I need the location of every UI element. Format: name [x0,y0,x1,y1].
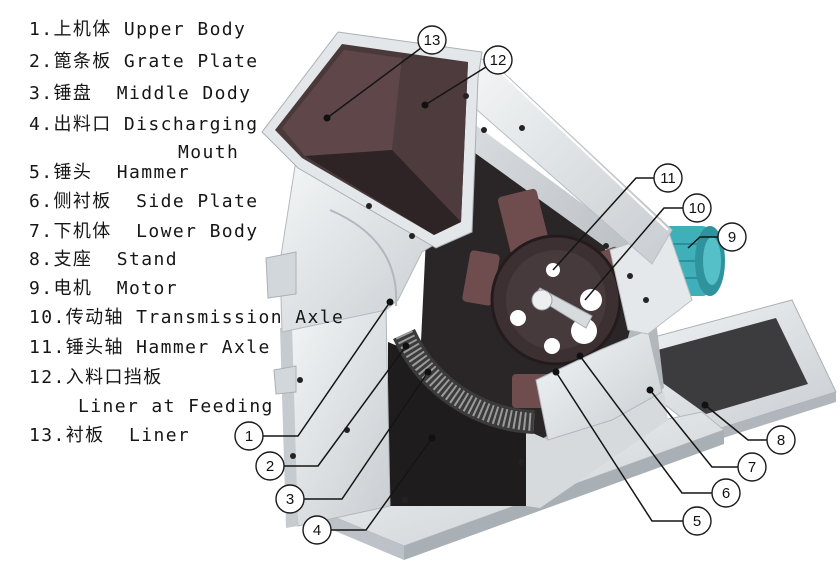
callout-circle [483,45,513,75]
callout-number: 5 [693,513,701,530]
stand-trough [628,318,808,414]
leader-line-6 [579,355,712,494]
callout-number: 13 [424,32,441,49]
hammer-axle-hole [571,318,597,344]
bolt [518,459,524,465]
bolt [519,125,525,131]
callout-circle [717,222,747,252]
callout-number: 11 [660,170,676,187]
callout-7: 7 [737,452,767,482]
callout-number: 4 [313,522,321,539]
hammer-axle-hole [510,310,526,326]
stand-front-edge [702,392,836,444]
callout-circle [302,515,332,545]
hopper-liner [282,50,402,156]
callout-number: 12 [490,52,507,69]
callout-8: 8 [766,425,796,455]
callout-1: 1 [234,421,264,451]
hammer-axle-hole [580,289,602,311]
bolt [366,203,372,209]
callout-4: 4 [302,515,332,545]
target-dot-4 [428,434,436,442]
callout-number: 1 [245,428,253,445]
callout-circle [653,163,683,193]
hammer-head [462,250,500,306]
leader-line-13 [326,47,422,119]
bolt [603,243,609,249]
upper-body-curve [329,209,398,307]
callout-circle [766,425,796,455]
callout-circle [711,478,741,508]
leader-line-5 [555,371,683,522]
target-dot-5 [552,368,560,376]
callout-9: 9 [717,222,747,252]
callout-number: 9 [728,229,736,246]
callout-number: 6 [722,485,730,502]
leader-line-3 [304,371,429,500]
leader-line-12 [424,66,487,106]
hopper-throat [305,150,461,235]
callout-12: 12 [483,45,513,75]
lower-body-right-panel [526,392,668,508]
callout-13: 13 [417,25,447,55]
feeding-liner-plate [392,58,468,222]
target-dot-13 [323,114,331,122]
callout-circle [417,25,447,55]
callout-11: 11 [653,163,683,193]
callout-3: 3 [275,484,305,514]
leader-line-7 [649,389,738,468]
leader-line-1 [263,301,391,437]
callout-2: 2 [255,451,285,481]
callout-5: 5 [682,506,712,536]
bolt [643,297,649,303]
leader-line-11 [552,177,654,271]
callout-number: 7 [748,459,756,476]
callout-circle [255,451,285,481]
side-bracket [265,251,297,299]
leader-line-8 [704,404,767,441]
target-dot-12 [421,101,429,109]
callout-circle [234,421,264,451]
roof-highlight [489,61,669,231]
motor-end-cap-inner [703,237,721,285]
base-plate-front-right [404,430,724,560]
callout-10: 10 [682,193,712,223]
bolt [290,453,296,459]
target-dot-1 [386,298,394,306]
side-plate [535,329,663,441]
callout-circle [275,484,305,514]
target-dot-3 [424,368,432,376]
leader-line-9 [687,236,718,249]
bolt [409,233,415,239]
callout-6: 6 [711,478,741,508]
callout-number: 2 [266,458,274,475]
grate-plate-ribs [395,330,535,431]
bolt [463,93,469,99]
callout-number: 8 [777,432,785,449]
callout-number: 10 [689,200,706,217]
leader-line-4 [331,437,433,531]
bolt [627,273,633,279]
target-dot-2 [402,342,410,350]
target-dot-6 [576,352,584,360]
hammer-axle-hole [544,338,560,354]
leader-line-2 [284,345,407,467]
target-dot-7 [646,386,654,394]
leader-line-10 [584,207,683,301]
side-bracket [273,365,297,395]
bolt [481,127,487,133]
bolt [402,497,408,503]
callout-circle [682,506,712,536]
callout-number: 3 [286,491,294,508]
bolt [297,377,303,383]
axle-hub [531,289,553,311]
target-dot-8 [701,401,709,409]
callout-circle [682,193,712,223]
callout-circle [737,452,767,482]
